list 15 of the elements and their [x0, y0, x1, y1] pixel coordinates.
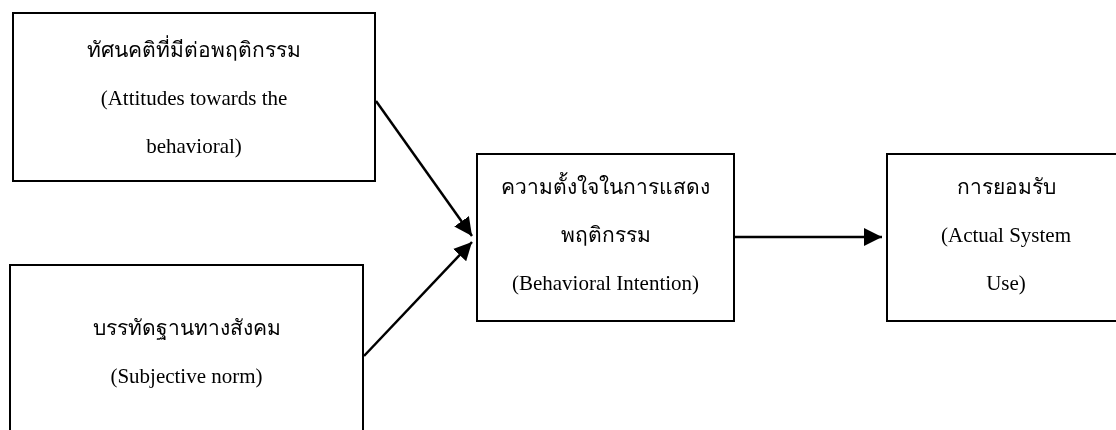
box-subtitle: (Subjective norm): [110, 363, 263, 390]
arrow: [375, 100, 473, 237]
process-box: [886, 153, 1116, 322]
box-title: ทัศนคติที่มีต่อพฤติกรรม: [87, 26, 301, 74]
arrow: [363, 241, 473, 357]
box-title: บรรทัดฐานทางสังคม: [92, 315, 281, 342]
box-title: ความตั้งใจในการแสดงพฤติกรรม: [498, 163, 713, 259]
process-box: [9, 264, 364, 430]
box-subtitle: (Attitudes towards the behavioral): [99, 85, 289, 160]
arrow: [735, 228, 882, 246]
box-subtitle: (Actual System Use): [939, 222, 1073, 297]
box-title: การยอมรับ: [956, 174, 1056, 201]
box-subtitle: (Behavioral Intention): [511, 270, 700, 297]
process-box: [12, 12, 376, 182]
process-box: [476, 153, 735, 322]
